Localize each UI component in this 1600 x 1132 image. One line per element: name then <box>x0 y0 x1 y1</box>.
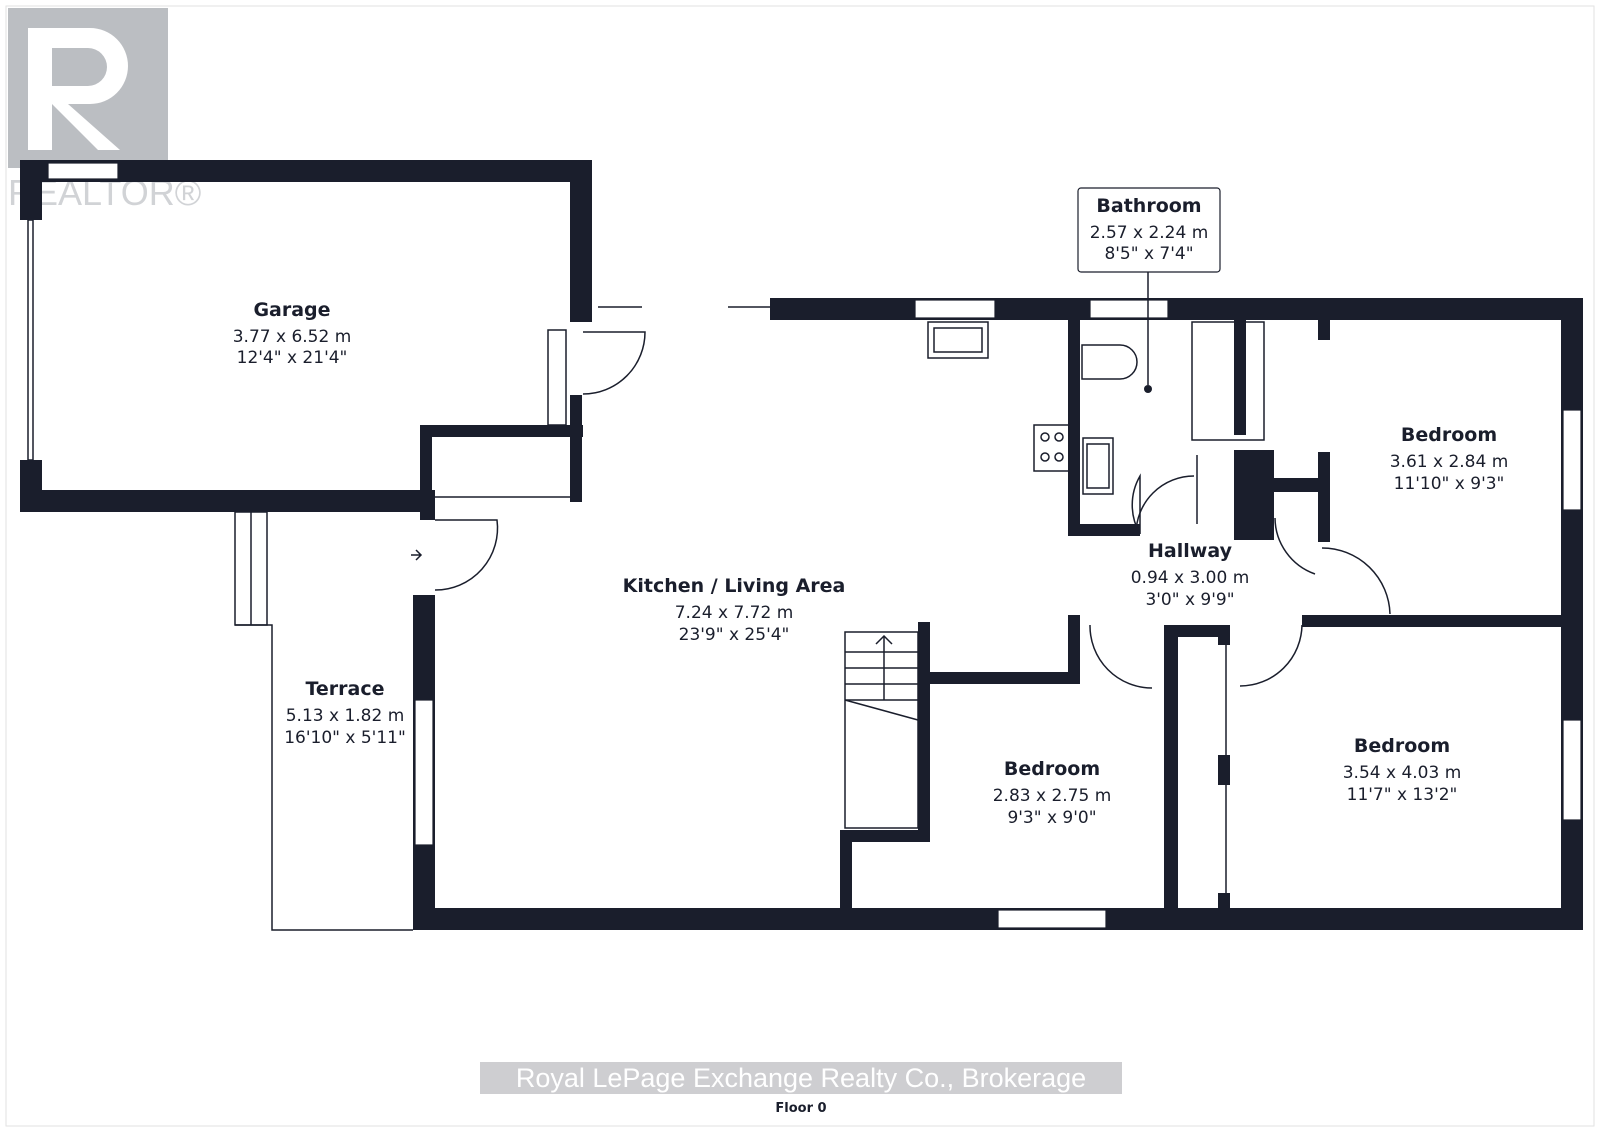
room-name: Bedroom <box>1401 424 1497 446</box>
room-imperial: 11'10" x 9'3" <box>1394 474 1505 494</box>
room-label-hallway: Hallway 0.94 x 3.00 m 3'0" x 9'9" <box>1131 540 1250 610</box>
page-frame <box>5 5 1595 1127</box>
room-metric: 2.57 x 2.24 m <box>1090 223 1209 243</box>
room-label-kitchen: Kitchen / Living Area 7.24 x 7.72 m 23'9… <box>623 575 846 645</box>
floor-label: Floor 0 <box>775 1101 826 1116</box>
fixtures <box>844 272 1265 829</box>
room-name: Bedroom <box>1354 735 1450 757</box>
room-metric: 0.94 x 3.00 m <box>1131 568 1250 588</box>
room-imperial: 11'7" x 13'2" <box>1347 785 1458 805</box>
thin-outlines <box>27 219 1227 931</box>
room-imperial: 9'3" x 9'0" <box>1007 808 1096 828</box>
room-metric: 3.54 x 4.03 m <box>1343 763 1462 783</box>
stair-steps <box>844 651 919 721</box>
room-label-bedroom-ne: Bedroom 3.61 x 2.84 m 11'10" x 9'3" <box>1390 424 1509 494</box>
brokerage-watermark: Royal LePage Exchange Realty Co., Broker… <box>480 1062 1122 1094</box>
doors <box>411 331 1391 689</box>
room-label-garage: Garage 3.77 x 6.52 m 12'4" x 21'4" <box>233 299 352 368</box>
room-name: Kitchen / Living Area <box>623 575 846 597</box>
room-metric: 5.13 x 1.82 m <box>286 706 405 726</box>
room-imperial: 8'5" x 7'4" <box>1104 244 1193 264</box>
windows <box>47 162 1582 929</box>
room-label-bedroom-se: Bedroom 3.54 x 4.03 m 11'7" x 13'2" <box>1343 735 1462 805</box>
room-name: Terrace <box>305 678 384 700</box>
walls <box>20 160 1583 930</box>
watermark-text: Royal LePage Exchange Realty Co., Broker… <box>516 1063 1086 1093</box>
room-name: Hallway <box>1148 540 1233 562</box>
room-label-bedroom-s: Bedroom 2.83 x 2.75 m 9'3" x 9'0" <box>993 758 1112 828</box>
room-name: Garage <box>253 299 330 321</box>
room-label-bathroom: Bathroom 2.57 x 2.24 m 8'5" x 7'4" <box>1090 195 1209 264</box>
room-label-terrace: Terrace 5.13 x 1.82 m 16'10" x 5'11" <box>284 678 406 748</box>
bathroom-label-box <box>1077 187 1221 273</box>
room-metric: 7.24 x 7.72 m <box>675 603 794 623</box>
room-imperial: 12'4" x 21'4" <box>237 348 348 368</box>
room-name: Bathroom <box>1096 195 1201 217</box>
room-imperial: 23'9" x 25'4" <box>679 625 790 645</box>
room-metric: 2.83 x 2.75 m <box>993 786 1112 806</box>
room-imperial: 16'10" x 5'11" <box>284 728 406 748</box>
room-metric: 3.77 x 6.52 m <box>233 327 352 347</box>
room-imperial: 3'0" x 9'9" <box>1145 590 1234 610</box>
room-metric: 3.61 x 2.84 m <box>1390 452 1509 472</box>
room-name: Bedroom <box>1004 758 1100 780</box>
